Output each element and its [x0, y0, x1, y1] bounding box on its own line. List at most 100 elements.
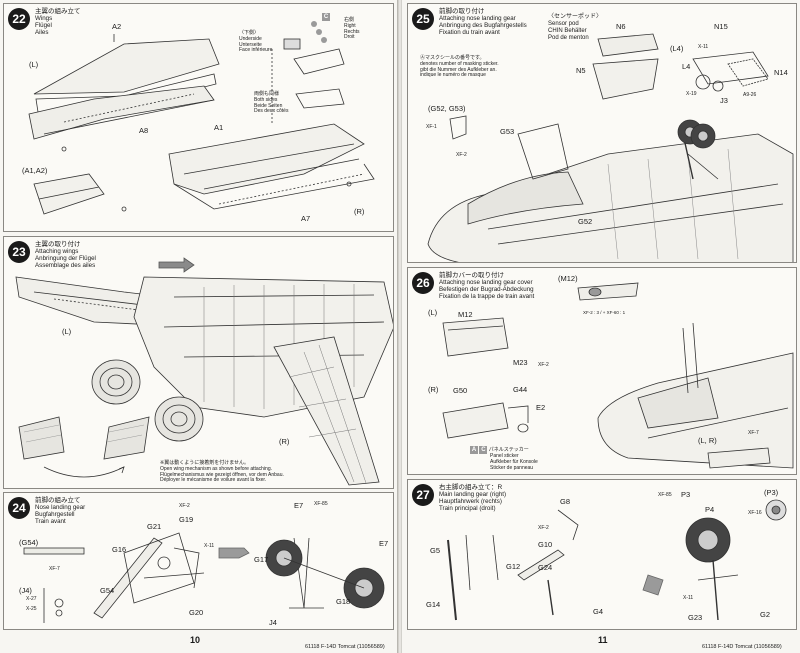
wing-mechanism-note: ※翼は動くように接着剤を付けません。 Open wing mechanism a… — [160, 460, 284, 484]
part-label: G5 — [430, 546, 441, 555]
part-label: P3 — [681, 490, 691, 499]
page-footer: 61118 F-14D Tomcat (11056589) — [702, 644, 782, 650]
step-22-panel: 22 主翼の組み立て Wings Flügel Ailes — [3, 3, 394, 232]
paint-label: XF-7 — [748, 430, 759, 436]
title-fr: Ailes — [35, 29, 49, 36]
part-label: E7 — [379, 539, 389, 548]
step-header: 24 前脚の組み立て Nose landing gear Bugfahrgest… — [8, 497, 85, 525]
part-label: (J4) — [19, 586, 32, 595]
page-number: 11 — [598, 635, 608, 645]
part-label: (R) — [354, 207, 365, 216]
title-fr: Train principal (droit) — [439, 505, 496, 512]
paint-label: X-11 — [683, 595, 694, 601]
masking-sticker-note: Ⓐマスクシールの番号です。 denotes number of masking … — [420, 55, 499, 79]
underside-note: 〈下側〉 Underside Unterseite Face inférieur… — [239, 30, 273, 54]
part-label: (R) — [428, 385, 439, 394]
part-label: G4 — [593, 607, 604, 616]
panel-sticker-note: A C パネルステッカー Panel sticker Aufkleber für… — [470, 446, 538, 471]
step-23-panel: 23 主翼の取り付け Attaching wings Anbringung de… — [3, 236, 394, 489]
paint-label: X-27 — [26, 596, 37, 602]
part-label: (A1,A2) — [22, 166, 48, 175]
step-27-panel: 27 右主脚の組み立て：R Main landing gear (right) … — [407, 479, 797, 630]
title-jp: 前脚の組み立て — [35, 497, 81, 504]
part-label: N6 — [616, 22, 626, 31]
main-gear-drawing — [447, 499, 787, 621]
legend-right: 右側 Right Rechts Droit — [344, 17, 360, 41]
paint-label: X-11 — [698, 44, 709, 50]
part-label: G19 — [179, 515, 194, 524]
step-titles: 前脚の組み立て Nose landing gear Bugfahrgestell… — [35, 497, 85, 525]
title-en: Attaching nose landing gear — [439, 15, 516, 22]
step-number: 22 — [8, 8, 30, 30]
part-label: G53 — [500, 127, 515, 136]
paint-label: XF-85 — [658, 492, 672, 498]
step-24-panel: 24 前脚の組み立て Nose landing gear Bugfahrgest… — [3, 492, 394, 630]
part-label: N15 — [714, 22, 728, 31]
paint-label: XF-1 — [426, 124, 437, 130]
part-label: A8 — [139, 126, 149, 135]
page-footer: 61118 F-14D Tomcat (11056589) — [305, 644, 385, 650]
title-en: Wings — [35, 15, 53, 22]
aircraft-wing-attach-drawing — [15, 257, 393, 486]
title-en: Attaching nose landing gear cover — [439, 279, 533, 286]
step-25-panel: 25 前脚の取り付け Attaching nose landing gear A… — [407, 3, 797, 263]
paint-label: XF-7 — [49, 566, 60, 572]
part-label: P4 — [705, 505, 715, 514]
step-header: 25 前脚の取り付け Attaching nose landing gear A… — [412, 8, 527, 36]
part-label: G23 — [688, 613, 703, 622]
both-sides-note: 両側も同様 Both sides Beide Seiten Des deux c… — [254, 91, 289, 115]
gear-cover-drawing — [442, 282, 794, 469]
page-number: 10 — [190, 635, 201, 645]
step-number: 23 — [8, 241, 30, 263]
paint-label: A9-26 — [743, 92, 757, 98]
step-number: 24 — [8, 497, 30, 519]
paint-label: XF-2 — [179, 503, 190, 509]
title-jp: 主翼の取り付け — [35, 241, 81, 248]
part-label: (M12) — [558, 274, 578, 283]
title-de: Hauptfahrwerk (rechts) — [439, 498, 502, 505]
part-label: G10 — [538, 540, 553, 549]
step-number: 26 — [412, 272, 434, 294]
paint-label: XF-85 — [314, 501, 328, 507]
part-label: (L) — [29, 60, 39, 69]
part-label: G24 — [538, 563, 553, 572]
title-en: Nose landing gear — [35, 504, 86, 511]
part-label: G50 — [453, 386, 468, 395]
part-label: (G52, G53) — [428, 104, 466, 113]
part-label: J4 — [269, 618, 277, 627]
wing-assembly-drawing — [28, 21, 375, 215]
step-titles: 前脚カバーの取り付け Attaching nose landing gear c… — [439, 272, 534, 300]
title-jp: 右主脚の組み立て：R — [439, 484, 503, 491]
part-label: E7 — [294, 501, 304, 510]
part-label: G16 — [112, 545, 127, 554]
step-header: 26 前脚カバーの取り付け Attaching nose landing gea… — [412, 272, 534, 300]
part-label: G8 — [560, 497, 571, 506]
part-label: (L, R) — [698, 436, 717, 445]
title-de: Flügel — [35, 22, 52, 29]
part-label: (P3) — [764, 488, 779, 497]
paint-mix-label: XF-2 : 3 / + XF-60 : 1 — [583, 310, 626, 315]
nose-gear-fuselage-drawing — [427, 33, 794, 262]
step-titles: 主翼の取り付け Attaching wings Anbringung der F… — [35, 241, 96, 269]
paint-label: X-11 — [204, 543, 215, 549]
title-de: Befestigen der Bugrad-Abdeckung — [439, 286, 534, 293]
part-label: M12 — [458, 310, 473, 319]
part-label: G18 — [336, 597, 351, 606]
part-label: N14 — [774, 68, 788, 77]
step-titles: 主翼の組み立て Wings Flügel Ailes — [35, 8, 81, 36]
step-header: 23 主翼の取り付け Attaching wings Anbringung de… — [8, 241, 96, 269]
part-label: A1 — [214, 123, 224, 132]
part-label: E2 — [536, 403, 546, 412]
part-label: M23 — [513, 358, 528, 367]
right-page: 25 前脚の取り付け Attaching nose landing gear A… — [402, 0, 800, 653]
part-label: G54 — [100, 586, 115, 595]
step-titles: 前脚の取り付け Attaching nose landing gear Anbr… — [439, 8, 527, 36]
title-de: Anbringung des Bugfahrgestells — [439, 22, 527, 29]
title-fr: Fixation de la trappe de train avant — [439, 293, 535, 300]
step-26-panel: 26 前脚カバーの取り付け Attaching nose landing gea… — [407, 267, 797, 475]
part-label: G2 — [760, 610, 771, 619]
title-fr: Train avant — [35, 518, 66, 525]
title-fr: Fixation du train avant — [439, 29, 500, 36]
part-label: G20 — [189, 608, 204, 617]
title-de: Bugfahrgestell — [35, 511, 75, 518]
